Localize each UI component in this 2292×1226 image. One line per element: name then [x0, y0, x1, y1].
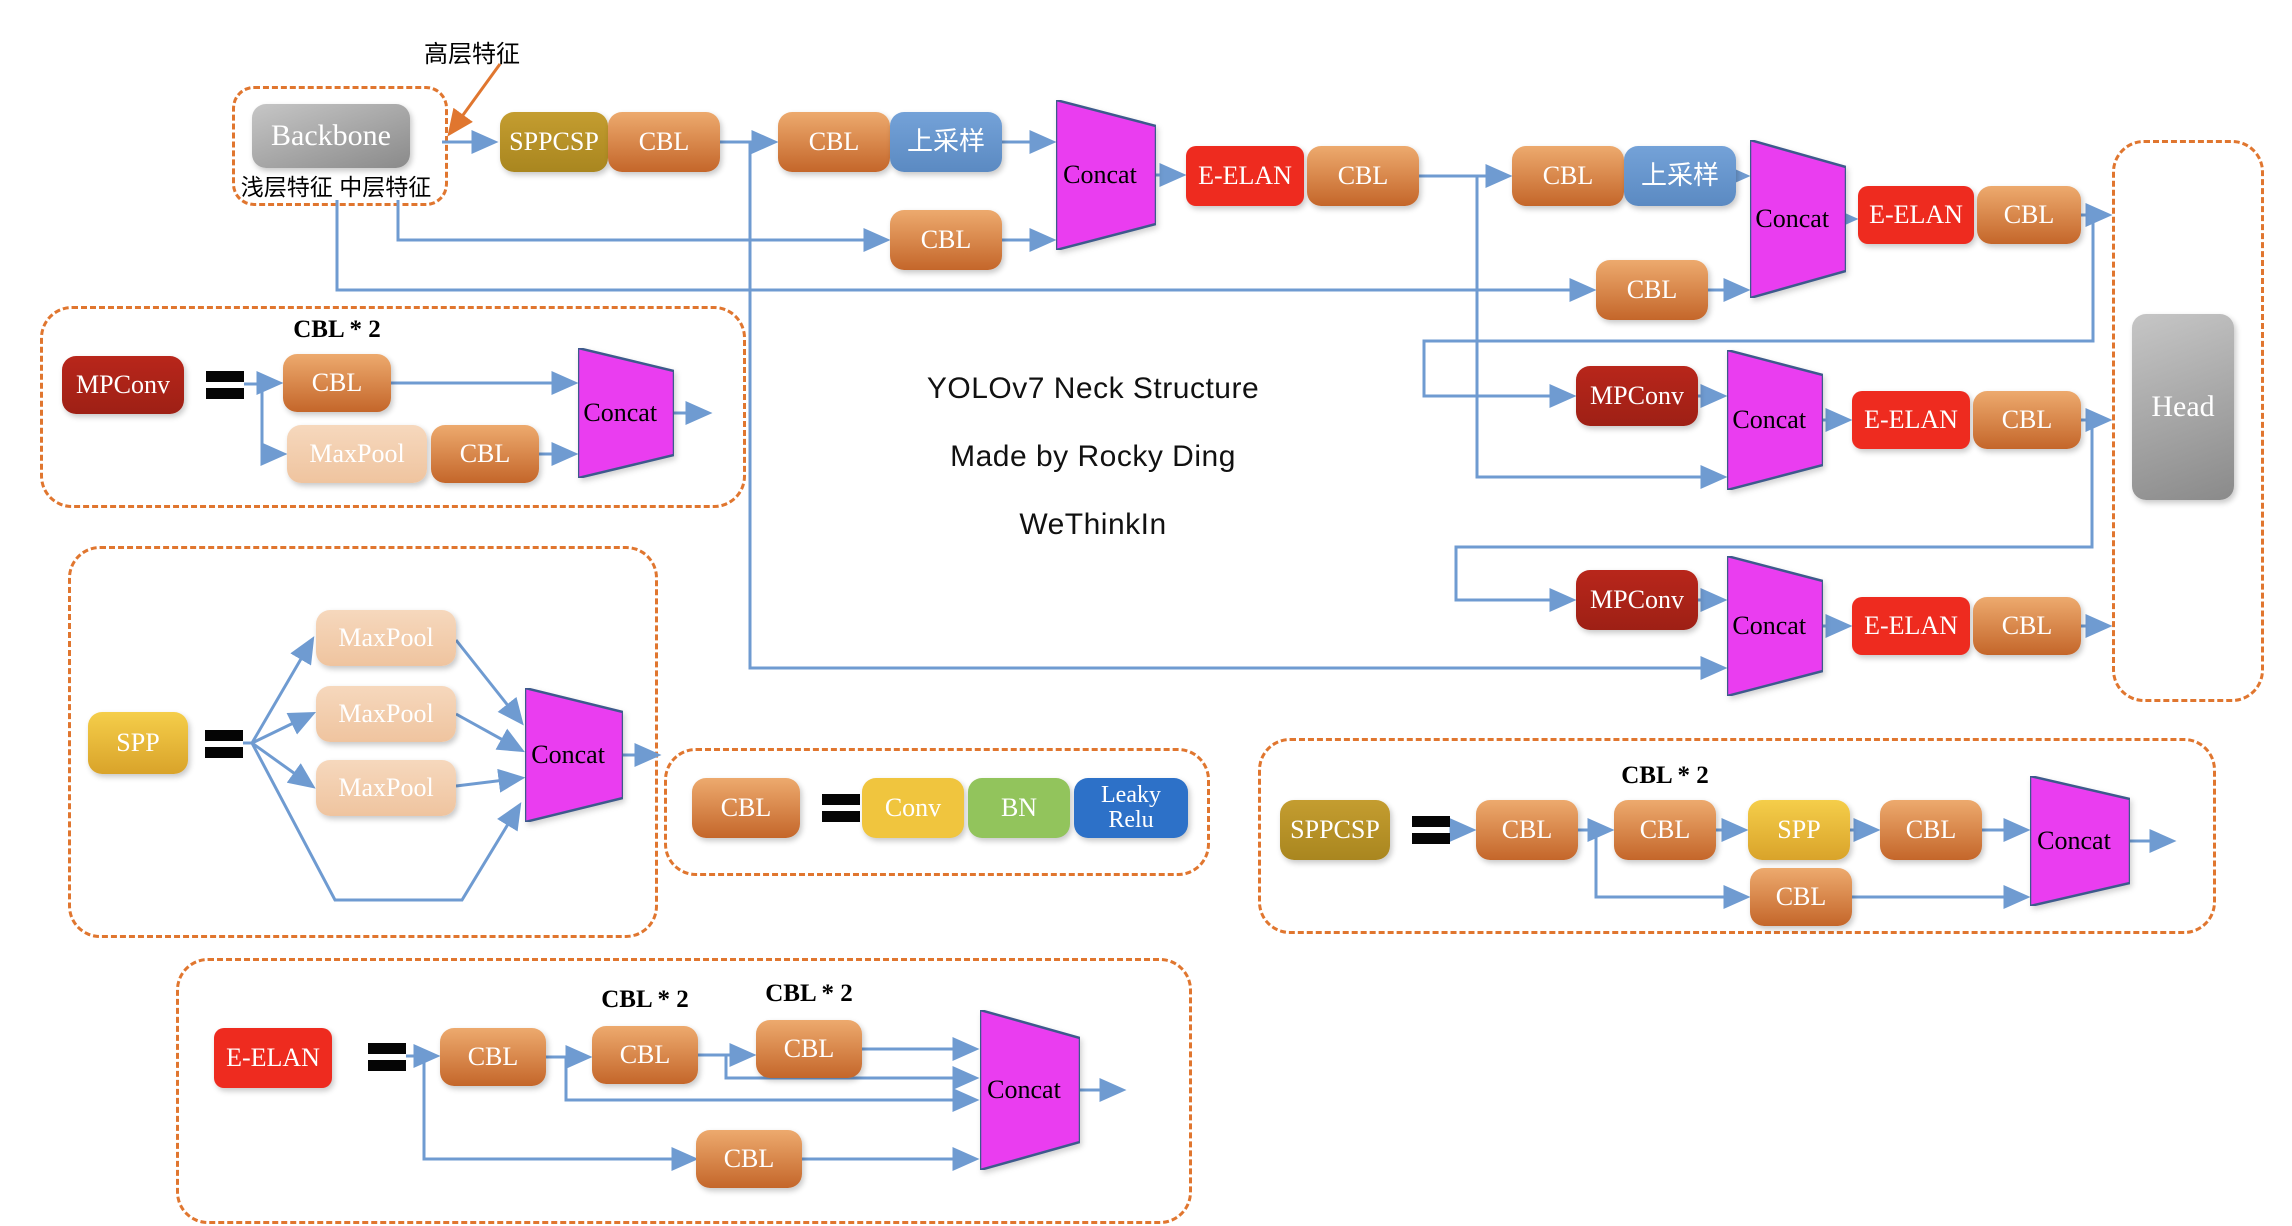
main-concat-3: Concat	[1727, 350, 1823, 490]
cbl-times-2-label: CBL * 2	[601, 986, 689, 1013]
main-cbl-1: CBL	[608, 112, 720, 172]
main-concat-2: Concat	[1750, 140, 1846, 298]
legend-spp-maxpool-3: MaxPool	[316, 760, 456, 816]
main-cbl-branch-2: CBL	[1596, 260, 1708, 320]
legend-mpconv-block: MPConv	[62, 356, 184, 414]
sppcsp-legend-box	[1258, 738, 2216, 934]
legend-mpconv-concat: Concat	[578, 348, 674, 478]
legend-conv-block: Conv	[862, 778, 964, 838]
shallow-mid-feature-label: 浅层特征 中层特征	[240, 174, 432, 200]
legend-mpconv-cbl-bottom: CBL	[431, 425, 539, 483]
legend-eelan-concat: Concat	[980, 1010, 1080, 1170]
main-cbl-branch-1: CBL	[890, 210, 1002, 270]
main-mpconv-1: MPConv	[1576, 366, 1698, 426]
high-level-feature-arrow	[447, 63, 502, 137]
main-eelan-4: E-ELAN	[1852, 597, 1970, 655]
eelan-legend-box	[176, 958, 1192, 1224]
spp-legend-box	[68, 546, 658, 938]
legend-eelan-cbl-1: CBL	[440, 1028, 546, 1086]
legend-eelan-cbl-3: CBL	[756, 1020, 862, 1078]
equals-icon	[205, 730, 243, 758]
main-cbl-7: CBL	[1973, 597, 2081, 655]
cbl-legend-box	[664, 748, 1210, 876]
legend-bn-block: BN	[968, 778, 1070, 838]
equals-icon	[1412, 816, 1450, 844]
head-block: Head	[2132, 314, 2234, 500]
diagram-subtitle-author: Made by Rocky Ding	[950, 440, 1236, 473]
main-mpconv-2: MPConv	[1576, 570, 1698, 630]
backbone-block: Backbone	[252, 104, 410, 168]
main-eelan-2: E-ELAN	[1858, 186, 1974, 244]
legend-spp-block: SPP	[88, 712, 188, 774]
legend-spp-maxpool-2: MaxPool	[316, 686, 456, 742]
legend-sppcsp-cbl-4: CBL	[1750, 868, 1852, 926]
legend-eelan-block: E-ELAN	[214, 1028, 332, 1088]
legend-cbl-block: CBL	[692, 778, 800, 838]
legend-eelan-cbl-4: CBL	[696, 1130, 802, 1188]
main-cbl-6: CBL	[1973, 391, 2081, 449]
head-dashed-box	[2112, 140, 2264, 702]
main-concat-1: Concat	[1056, 100, 1156, 250]
main-cbl-2: CBL	[778, 112, 890, 172]
legend-sppcsp-cbl-3: CBL	[1880, 800, 1982, 860]
main-upsample-1: 上采样	[890, 112, 1002, 172]
legend-sppcsp-spp: SPP	[1748, 800, 1850, 860]
cbl-times-2-label: CBL * 2	[293, 316, 381, 343]
legend-sppcsp-block: SPPCSP	[1280, 800, 1390, 860]
legend-mpconv-cbl-top: CBL	[283, 354, 391, 412]
equals-icon	[822, 794, 860, 822]
high-level-feature-label: 高层特征	[424, 41, 520, 68]
legend-sppcsp-cbl-2: CBL	[1614, 800, 1716, 860]
main-upsample-2: 上采样	[1624, 146, 1736, 206]
main-concat-4: Concat	[1727, 556, 1823, 696]
legend-leaky-relu-block: Leaky Relu	[1074, 778, 1188, 838]
main-cbl-4: CBL	[1512, 146, 1624, 206]
legend-spp-maxpool-1: MaxPool	[316, 610, 456, 666]
legend-sppcsp-cbl-1: CBL	[1476, 800, 1578, 860]
legend-sppcsp-concat: Concat	[2030, 776, 2130, 906]
main-eelan-3: E-ELAN	[1852, 391, 1970, 449]
cbl-times-2-label: CBL * 2	[765, 980, 853, 1007]
equals-icon	[368, 1043, 406, 1071]
main-eelan-1: E-ELAN	[1186, 146, 1304, 206]
equals-icon	[206, 371, 244, 399]
legend-spp-concat: Concat	[525, 688, 623, 822]
diagram-subtitle-brand: WeThinkIn	[1019, 508, 1167, 541]
main-cbl-5: CBL	[1977, 186, 2081, 244]
mpconv-legend-box	[40, 306, 746, 508]
cbl-times-2-label: CBL * 2	[1621, 762, 1709, 789]
diagram-title: YOLOv7 Neck Structure	[926, 372, 1260, 405]
main-cbl-3: CBL	[1307, 146, 1419, 206]
main-sppcsp-block: SPPCSP	[500, 112, 608, 172]
legend-eelan-cbl-2: CBL	[592, 1026, 698, 1084]
legend-mpconv-maxpool: MaxPool	[287, 425, 427, 483]
